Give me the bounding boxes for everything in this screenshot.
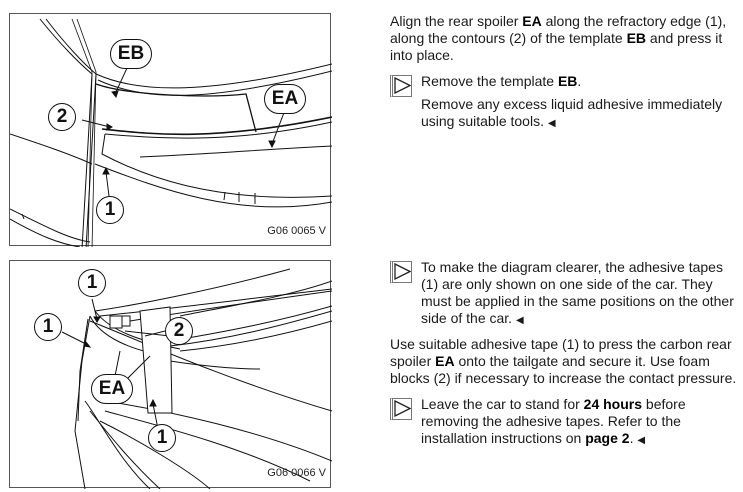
figure-spoiler-alignment: EB EA 2 1 G06 0065 V [9,13,332,247]
note-triangle-icon [390,75,412,97]
part-label-eb: EB [557,73,578,89]
callout-ea: EA [91,374,133,404]
note-line-remove-template: Remove the template EB. [421,73,738,90]
part-label-ea: EA [435,353,455,369]
duration-emphasis: 24 hours [583,396,643,412]
paragraph-align-spoiler: Align the rear spoiler EA along the refr… [390,13,738,64]
text: before removing the adhesive tapes. Refe… [421,396,686,446]
end-of-section-marker-icon: ◀ [547,118,556,129]
instructions-section-2: To make the diagram clearer, the adhesiv… [390,259,738,449]
text: onto the tailgate and secure it. Use foa… [390,353,737,386]
callout-2: 2 [48,103,76,131]
note-triangle-icon [390,261,412,283]
part-label-ea: EA [522,13,542,29]
callout-1-bottom: 1 [148,424,176,452]
text: Align the rear spoiler [390,13,523,29]
note-line-remove-adhesive: Remove any excess liquid adhesive immedi… [421,96,738,132]
text: Remove the template [421,73,558,89]
text: Remove any excess liquid adhesive immedi… [421,96,723,129]
text: Leave the car to stand for [421,396,584,412]
text: . [577,73,582,89]
figure-code: G06 0065 V [267,225,326,237]
text: and press it into place. [390,30,723,63]
text: Use suitable adhesive tape (1) to press … [390,336,732,369]
figure-adhesive-tapes: 1 1 2 EA 1 G06 0066 V [9,260,332,489]
callout-1-top: 1 [78,269,106,297]
text: along the refractory edge (1), along the… [390,13,727,46]
note-triangle-icon [390,398,412,420]
note-remove-template: Remove the template EB. Remove any exces… [390,73,738,132]
callout-1-left: 1 [34,313,62,341]
paragraph-adhesive-tape: Use suitable adhesive tape (1) to press … [390,336,738,387]
callout-2: 2 [165,317,193,345]
instructions-section-1: Align the rear spoiler EA along the refr… [390,13,738,132]
text: . [629,430,638,446]
page-reference: page 2 [585,430,630,446]
text: To make the diagram clearer, the adhesiv… [421,259,734,326]
part-label-eb: EB [626,30,647,46]
note-leave-car: Leave the car to stand for 24 hours befo… [390,396,738,449]
adhesive-tapes-drawing [61,268,332,489]
end-of-section-marker-icon: ◀ [637,435,646,446]
end-of-section-marker-icon: ◀ [515,315,524,326]
callout-1: 1 [96,196,124,224]
note-diagram-clearer: To make the diagram clearer, the adhesiv… [390,259,738,329]
spoiler-alignment-drawing [10,18,332,247]
callout-eb: EB [110,39,152,69]
callout-ea: EA [264,84,306,114]
figure-code: G06 0066 V [267,467,326,479]
